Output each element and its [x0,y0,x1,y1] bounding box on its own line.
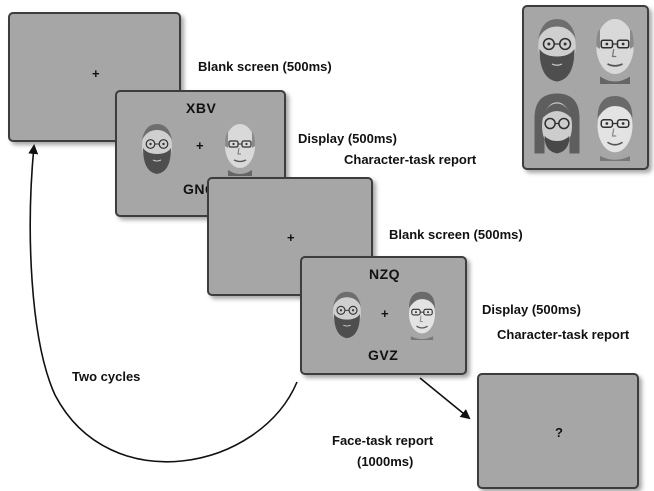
character-task-report-2-label: Character-task report [497,327,630,342]
display-1-label: Display (500ms) [298,131,397,146]
fixation-cross: + [287,230,295,245]
face-task-report-time-label: (1000ms) [357,454,414,469]
two-cycles-label: Two cycles [72,369,141,384]
fixation-cross: + [92,66,100,81]
blank-screen-1-label: Blank screen (500ms) [198,59,332,74]
fixation-cross: + [381,306,389,321]
face-stimuli-legend [522,5,649,170]
blank-screen-2-label: Blank screen (500ms) [389,227,523,242]
display-2-label: Display (500ms) [482,302,581,317]
response-screen: ? [477,373,639,489]
bottom-letter-string: GVZ [368,347,399,363]
two-cycles-arrow [28,144,298,463]
face-task-report-label: Face-task report [332,433,434,448]
blank-screen-1: + [8,12,181,142]
fixation-cross: + [196,138,204,153]
display-screen-2: NZQ + GVZ [300,256,467,375]
top-letter-string: NZQ [369,266,401,282]
question-mark: ? [555,425,563,440]
character-task-report-1-label: Character-task report [344,152,477,167]
to-response-arrow [419,377,471,420]
top-letter-string: XBV [186,100,217,116]
